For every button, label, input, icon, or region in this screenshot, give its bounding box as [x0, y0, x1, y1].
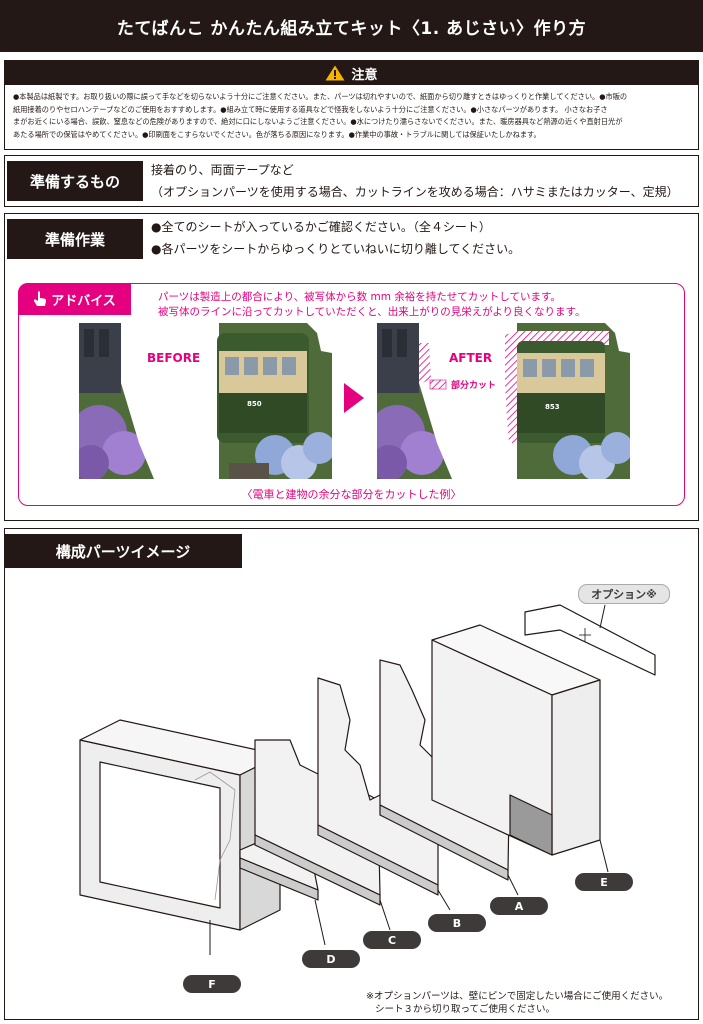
prep-line: ●全てのシートが入っているかご確認ください。（全４シート） — [151, 220, 491, 234]
caution-title: 注意 — [351, 67, 378, 83]
advice-line: パーツは製造上の都合により、被写体から数 mm 余裕を持たせてカットしています。 — [158, 291, 561, 303]
page-title: たてばんこ かんたん組み立てキット〈1. あじさい〉作り方 — [0, 0, 703, 52]
parts-label: 構成パーツイメージ — [4, 534, 242, 568]
part-label-a-text: A — [514, 899, 524, 913]
parts-label-text: 構成パーツイメージ — [55, 542, 191, 561]
materials-text: 接着のり、両面テープなど （オプションパーツを使用する場合、カットラインを攻める… — [151, 159, 696, 203]
parts-section — [4, 528, 699, 1020]
before-label: BEFORE — [147, 351, 201, 365]
caution-line: 紙用接着のりやセロハンテープなどのご使用をおすすめします。●組み立て時に使用する… — [13, 104, 608, 114]
option-note-line: シート３から切り取ってご使用ください。 — [375, 1004, 556, 1015]
advice-caption: 〈電車と建物の余分な部分をカットした例〉 — [241, 488, 462, 501]
option-note-line: ※オプションパーツは、壁にピンで固定したい場合にご使用ください。 — [366, 991, 669, 1002]
advice-line: 被写体のラインに沿ってカットしていただくと、出来上がりの見栄えがより良くなります… — [158, 306, 586, 318]
part-label-d: D — [302, 950, 360, 968]
part-label-c-text: C — [387, 933, 397, 947]
advice-text: パーツは製造上の都合により、被写体から数 mm 余裕を持たせてカットしています。… — [158, 290, 678, 320]
part-label-b-text: B — [452, 916, 462, 930]
advice-tab: アドバイス — [18, 283, 131, 315]
materials-label-text: 準備するもの — [29, 172, 120, 191]
materials-line: 接着のり、両面テープなど — [151, 163, 294, 177]
caution-box: 注意 ●本製品は紙製です。お取り扱いの際に誤って手などを切らないよう十分にご注意… — [4, 60, 699, 150]
caution-line: まがお近くにいる場合、誤飲、窒息などの危険がありますので、絶対に口にしないようご… — [13, 117, 623, 126]
materials-label: 準備するもの — [7, 161, 143, 201]
option-label-text: オプション※ — [591, 588, 657, 601]
part-label-e: E — [575, 873, 633, 891]
partial-cut-label: 部分カット — [451, 381, 497, 391]
caution-text: ●本製品は紙製です。お取り扱いの際に誤って手などを切らないよう十分にご注意くださ… — [13, 91, 693, 141]
after-label: AFTER — [449, 351, 493, 365]
materials-line: （オプションパーツを使用する場合、カットラインを攻める場合：ハサミまたはカッター… — [151, 185, 679, 199]
before-photo: BEFORE 850 — [79, 323, 332, 479]
prep-section: 準備作業 ●全てのシートが入っているかご確認ください。（全４シート） ●各パーツ… — [4, 213, 699, 521]
prep-line: ●各パーツをシートからゆっくりとていねいに切り離してください。 — [151, 242, 521, 256]
warning-icon — [325, 65, 345, 81]
arrow-right-icon — [344, 383, 364, 413]
prep-label-text: 準備作業 — [44, 230, 105, 249]
advice-frame — [18, 283, 685, 506]
after-photo-scene — [377, 323, 630, 479]
parts-diagram — [79, 604, 656, 955]
part-label-d-text: D — [326, 952, 336, 966]
prep-text: ●全てのシートが入っているかご確認ください。（全４シート） ●各パーツをシートか… — [151, 216, 696, 260]
materials-section: 準備するもの 接着のり、両面テープなど （オプションパーツを使用する場合、カット… — [4, 155, 699, 207]
part-label-f: F — [183, 975, 241, 993]
caution-line: あたる場所での保管はやめてください。●印刷面をこすらないでください。色が落ちる原… — [13, 129, 541, 139]
pointing-hand-icon — [34, 291, 47, 306]
after-photo: AFTER 部分カット 853 — [377, 323, 630, 479]
page-title-text: たてばんこ かんたん組み立てキット〈1. あじさい〉作り方 — [116, 18, 587, 39]
caution-header: 注意 — [5, 61, 698, 85]
part-f-window — [99, 761, 221, 909]
part-label-e-text: E — [600, 875, 608, 889]
part-label-f-text: F — [208, 977, 216, 991]
part-option — [524, 604, 656, 676]
caution-line: ●本製品は紙製です。お取り扱いの際に誤って手などを切らないよう十分にご注意くださ… — [13, 92, 628, 101]
part-label-a: A — [490, 897, 548, 915]
option-label: オプション※ — [578, 584, 670, 604]
train-number-after: 853 — [545, 403, 560, 411]
option-note: ※オプションパーツは、壁にピンで固定したい場合にご使用ください。 シート３から切… — [366, 990, 702, 1016]
train-number-before: 850 — [247, 400, 262, 408]
advice-tab-text: アドバイス — [51, 293, 116, 309]
prep-label: 準備作業 — [7, 219, 143, 259]
part-label-b: B — [428, 914, 486, 932]
part-e-side — [551, 679, 601, 856]
before-photo-scene — [79, 323, 332, 479]
part-label-c: C — [363, 931, 421, 949]
